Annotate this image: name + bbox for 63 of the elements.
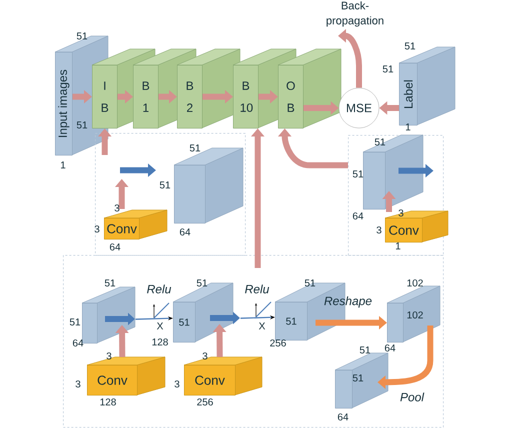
dimension-label: 51 [76, 32, 88, 40]
feature-map-cube [363, 152, 386, 210]
block-cube: B 1 [133, 65, 158, 128]
edge-label: Pool [400, 392, 424, 402]
feature-map-cube [174, 165, 206, 224]
conv-kernel-cube: Conv [184, 365, 236, 396]
edge-label: Relu [245, 284, 270, 294]
feature-map-cube [335, 370, 352, 408]
dashed-panel [63, 255, 444, 428]
dimension-label: 64 [384, 344, 396, 352]
feature-map-cube [387, 303, 404, 342]
axis-letter: X [258, 322, 266, 330]
dimension-label: 1 [406, 124, 410, 130]
feature-map-cube: 51 [173, 302, 196, 342]
edge-label: Relu [147, 284, 172, 294]
feature-map-cube [82, 303, 98, 344]
dimension-label: 102 [407, 279, 423, 287]
dimension-label: 3 [114, 204, 120, 212]
conv-kernel-cube: Conv [87, 365, 138, 396]
dimension-label: 3 [376, 226, 382, 234]
dimension-label: 3 [174, 380, 180, 388]
dimension-label: 51 [160, 182, 170, 188]
dimension-label: 128 [152, 338, 168, 346]
dimension-label: 64 [352, 212, 364, 220]
dimension-label: 51 [352, 170, 364, 178]
dimension-label: 3 [76, 380, 80, 388]
annotation-text: Back-propagation [326, 1, 384, 27]
dimension-label: 51 [76, 122, 88, 128]
dimension-label: 51 [196, 280, 208, 286]
dimension-label: 102 [407, 311, 423, 319]
dimension-label: 51 [304, 280, 316, 286]
dimension-label: 64 [72, 339, 84, 347]
dimension-label: 3 [106, 352, 112, 360]
dimension-label: 51 [404, 42, 416, 50]
dimension-label: 64 [110, 243, 120, 251]
dimension-label: 51 [382, 66, 394, 72]
block-cube: B 2 [177, 65, 202, 128]
dimension-label: 51 [190, 144, 200, 152]
dimension-label: 3 [94, 225, 100, 233]
dimension-label: 51 [360, 346, 370, 354]
dashed-panel [348, 135, 444, 256]
dimension-label: 1 [396, 242, 400, 250]
dimension-label: 256 [197, 398, 213, 406]
edge-label: Reshape [324, 296, 372, 308]
conv-kernel-cube: Conv [104, 218, 140, 240]
feature-map-cube: 51 [275, 302, 308, 340]
block-cube: O B [278, 65, 304, 128]
dimension-label: 51 [374, 138, 386, 146]
dimension-label: 1 [61, 162, 66, 168]
dimension-label: 51 [104, 280, 116, 286]
block-cube: I B [92, 65, 118, 128]
dimension-label: 64 [338, 413, 348, 421]
dashed-panel [95, 133, 246, 256]
dimension-label: 51 [352, 374, 364, 382]
block-cube: B 10 [233, 65, 258, 128]
dimension-label: 3 [202, 352, 208, 360]
dimension-label: 64 [180, 228, 190, 236]
dimension-label: 51 [70, 318, 80, 326]
dimension-label: 256 [270, 339, 286, 347]
dimension-label: 128 [100, 398, 116, 406]
feature-map-slab: Input images [55, 52, 72, 156]
axis-letter: X [156, 322, 164, 330]
conv-kernel-cube: Conv [385, 218, 422, 242]
